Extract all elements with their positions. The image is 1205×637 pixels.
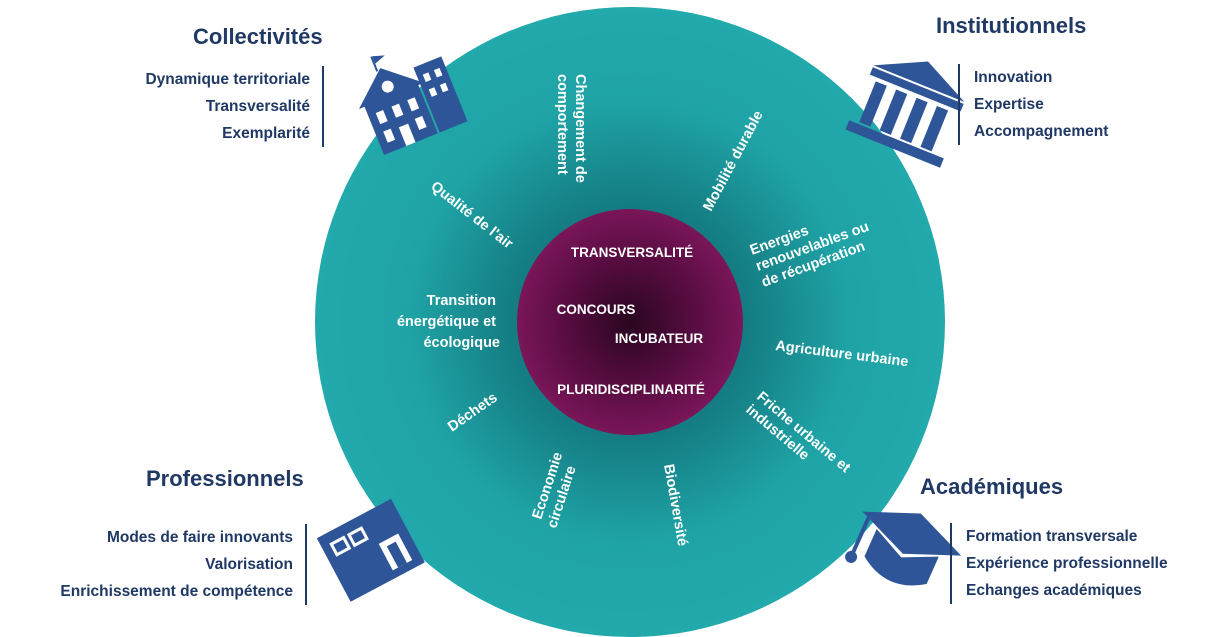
academiques-benefits-list: Formation transversale Expérience profes… [950,523,1168,604]
list-item: Dynamique territoriale [145,71,310,88]
town-hall-icon [358,55,468,155]
collectivites-benefits-list: Dynamique territoriale Transversalité Ex… [145,66,324,147]
list-item: Valorisation [205,556,293,573]
list-item: Accompagnement [974,123,1109,140]
list-item: Exemplarité [222,125,310,142]
list-item: Innovation [974,69,1053,86]
collectivites-title: Collectivités [193,24,323,49]
list-item: Modes de faire innovants [106,529,293,546]
list-item: Expérience professionnelle [966,555,1168,572]
office-building-icon [316,498,425,602]
graduation-cap-icon [845,511,962,586]
list-item: Expertise [974,96,1044,113]
list-item: Echanges académiques [966,582,1142,599]
core-label-pluridisciplinarite: PLURIDISCIPLINARITÉ [557,382,705,397]
institutionnels-benefits-list: Innovation Expertise Accompagnement [958,64,1108,145]
core-circle [517,209,743,435]
list-item: Transversalité [205,98,310,115]
list-item: Enrichissement de compétence [60,583,293,600]
professionnels-benefits-list: Modes de faire innovants Valorisation En… [60,524,307,605]
core-label-incubateur: INCUBATEUR [615,331,703,346]
core-label-transversalite: TRANSVERSALITÉ [571,245,693,260]
theme-changement-comportement: Changement de comportement [554,74,588,187]
professionnels-title: Professionnels [146,466,304,491]
institution-columns-icon [845,61,965,168]
theme-transition-energetique: Transition énergétique et écologique [397,293,500,351]
list-item: Formation transversale [966,528,1138,545]
institutionnels-title: Institutionnels [936,13,1087,38]
core-label-concours: CONCOURS [557,302,636,317]
academiques-title: Académiques [920,474,1064,499]
